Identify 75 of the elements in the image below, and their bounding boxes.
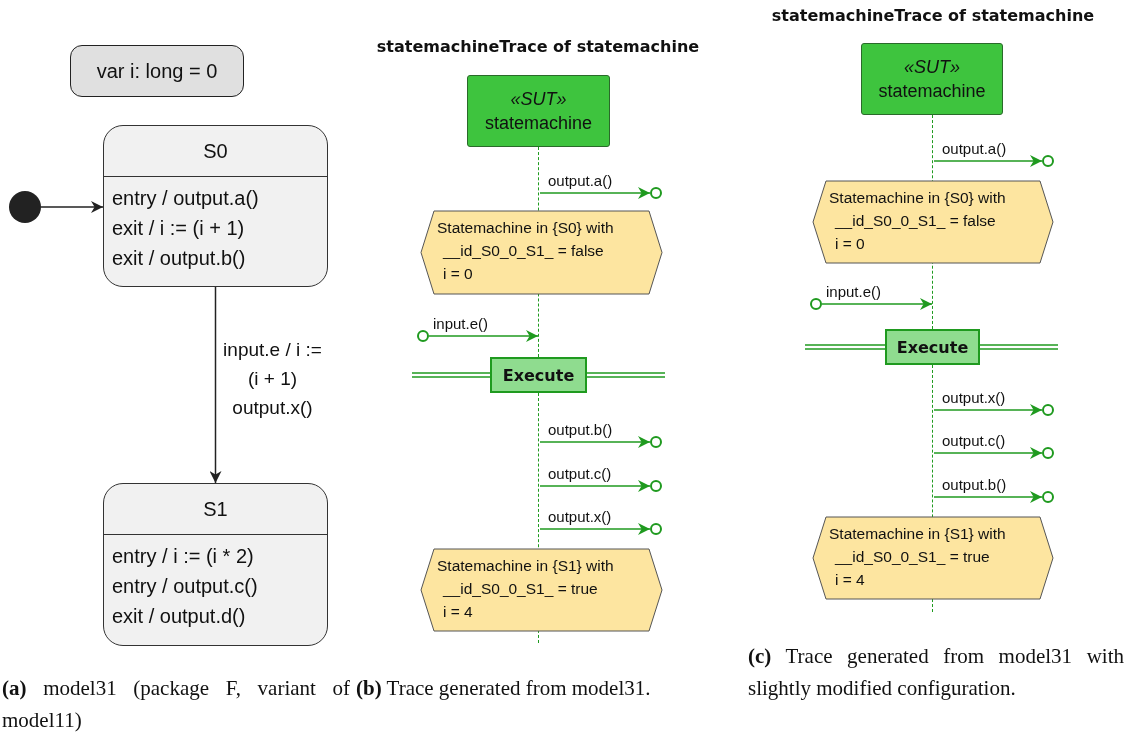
lifeline (932, 115, 934, 329)
state-name: S0 (203, 139, 228, 164)
state-action: exit / i := (i + 1) (112, 216, 246, 241)
figure-caption: (c) Trace generated from model31 with slightly modified configuration. (748, 643, 1124, 702)
message-label: output.b() (942, 476, 1007, 494)
arrow (539, 436, 651, 448)
stereotype: «SUT» (510, 88, 567, 111)
state-action: entry / output.a() (112, 186, 260, 211)
message-label: input.e() (826, 283, 882, 301)
endpoint-circle (1042, 447, 1054, 459)
note-text: __id_S0_0_S1_ = false (441, 241, 605, 261)
panel-label: statemachineTrace of statemachine (375, 37, 701, 56)
message-label: output.a() (548, 172, 613, 190)
state-action: entry / output.c() (112, 574, 259, 599)
participant-box (467, 75, 610, 147)
endpoint-circle (810, 298, 822, 310)
figure-caption: (a) model31 (package F, variant of model11) (2, 675, 350, 733)
state-note (420, 210, 663, 295)
message-label: output.c() (942, 432, 1006, 450)
state-name: S1 (203, 497, 228, 522)
endpoint-circle (1042, 491, 1054, 503)
variable-note: var i: long = 0 (70, 45, 244, 97)
participant-box (861, 43, 1003, 115)
arrow (539, 480, 651, 492)
note-text: i = 0 (834, 234, 866, 254)
message-label: output.a() (942, 140, 1007, 158)
lifeline (538, 393, 540, 643)
initial-state-dot (9, 191, 41, 223)
endpoint-circle (650, 480, 662, 492)
endpoint-circle (417, 330, 429, 342)
message-label: output.x() (942, 389, 1006, 407)
stereotype: «SUT» (904, 56, 960, 79)
arrow (209, 286, 222, 484)
note-text: Statemachine in {S1} with (437, 556, 615, 576)
lifeline (538, 147, 540, 357)
endpoint-circle (1042, 404, 1054, 416)
figure-caption: (b) Trace generated from model31. (356, 675, 652, 702)
note-text: i = 0 (442, 264, 474, 284)
endpoint-circle (650, 436, 662, 448)
note-text: __id_S0_0_S1_ = false (833, 211, 997, 231)
arrow (539, 523, 651, 535)
message-label: input.e() (433, 315, 489, 333)
arrow (933, 447, 1043, 459)
message-label: output.x() (548, 508, 612, 526)
participant-name: statemachine (484, 112, 593, 135)
note-text: __id_S0_0_S1_ = true (833, 547, 991, 567)
note-text: Statemachine in {S0} with (829, 188, 1007, 208)
arrow (933, 155, 1043, 167)
endpoint-circle (1042, 155, 1054, 167)
note-text: i = 4 (442, 602, 474, 622)
note-text: __id_S0_0_S1_ = true (441, 579, 599, 599)
endpoint-circle (650, 187, 662, 199)
note-text: i = 4 (834, 570, 866, 590)
participant-name: statemachine (878, 80, 986, 103)
arrow (428, 330, 539, 342)
state-note (420, 548, 663, 632)
state-box (103, 483, 328, 646)
lifeline (932, 365, 934, 612)
note-text: Statemachine in {S1} with (829, 524, 1007, 544)
endpoint-circle (650, 523, 662, 535)
panel-label: statemachineTrace of statemachine (770, 6, 1096, 25)
state-action: entry / i := (i * 2) (112, 544, 255, 569)
message-label: output.b() (548, 421, 613, 439)
state-action: exit / output.d() (112, 604, 247, 629)
state-note (812, 516, 1054, 600)
arrow (821, 298, 933, 310)
arrow (933, 491, 1043, 503)
arrow (40, 201, 104, 213)
message-label: output.c() (548, 465, 612, 483)
state-box (103, 125, 328, 287)
arrow (539, 187, 651, 199)
note-text: Statemachine in {S0} with (437, 218, 615, 238)
state-note (812, 180, 1054, 264)
arrow (933, 404, 1043, 416)
state-action: exit / output.b() (112, 246, 247, 271)
